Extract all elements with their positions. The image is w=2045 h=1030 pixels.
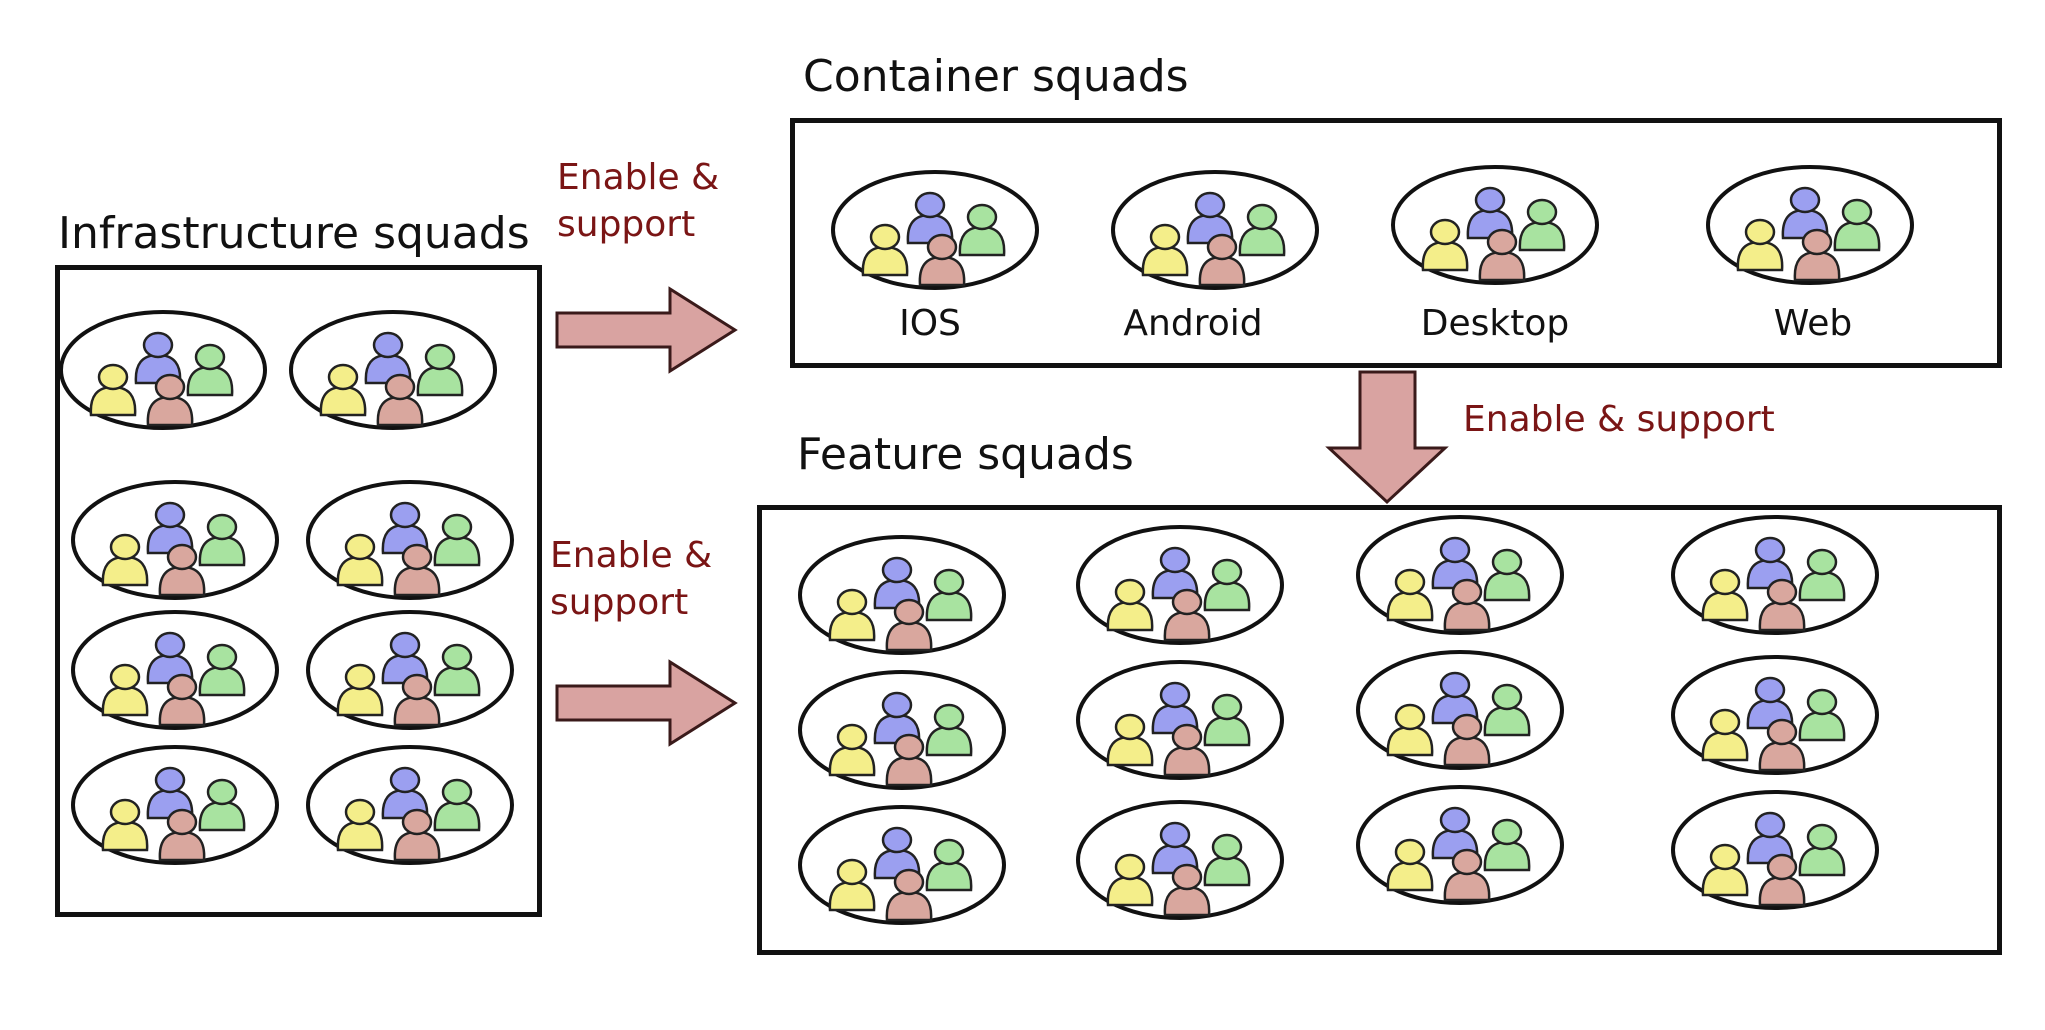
squad-group-icon [70,605,280,739]
squad-group-icon [1390,160,1600,294]
squad-label-desktop: Desktop [1420,303,1570,344]
infra-to-container-label-line2: support [557,203,696,245]
squad-group-icon [58,305,268,439]
arrow-down-icon [1325,370,1449,505]
arrow-right-icon [555,286,738,374]
squad-group-icon [305,605,515,739]
squad-group-icon [305,740,515,874]
squad-label-ios: IOS [899,303,961,344]
squad-group-icon [70,475,280,609]
container-title: Container squads [803,51,1189,102]
squad-group-icon [1355,645,1565,779]
squad-label-web: Web [1773,303,1853,344]
squad-group-icon [797,530,1007,664]
squad-group-icon [1355,510,1565,644]
squad-group-icon [1075,795,1285,929]
squad-group-icon [797,800,1007,934]
squad-group-icon [1670,510,1880,644]
squad-label-android: Android [1123,303,1263,344]
squad-group-icon [1670,785,1880,919]
feature-title: Feature squads [797,429,1134,480]
squad-group-icon [1075,655,1285,789]
squad-group-icon [1355,780,1565,914]
squad-group-icon [1075,520,1285,654]
squad-group-icon [830,165,1040,299]
squad-group-icon [305,475,515,609]
squad-group-icon [1705,160,1915,294]
squad-group-icon [70,740,280,874]
squad-group-icon [1110,165,1320,299]
infra-to-feature-label-line2: support [550,581,689,623]
squad-group-icon [1670,650,1880,784]
infra-to-feature-label-line1: Enable & [550,535,713,576]
infra-to-container-label-line1: Enable & [557,157,720,198]
arrow-right-icon [555,659,738,747]
infrastructure-title: Infrastructure squads [58,208,530,259]
infra-to-container-label: Enable & support [557,155,719,249]
infra-to-feature-label: Enable & support [550,533,712,627]
container-to-feature-label: Enable & support [1463,399,1775,440]
squad-group-icon [797,665,1007,799]
squad-group-icon [288,305,498,439]
